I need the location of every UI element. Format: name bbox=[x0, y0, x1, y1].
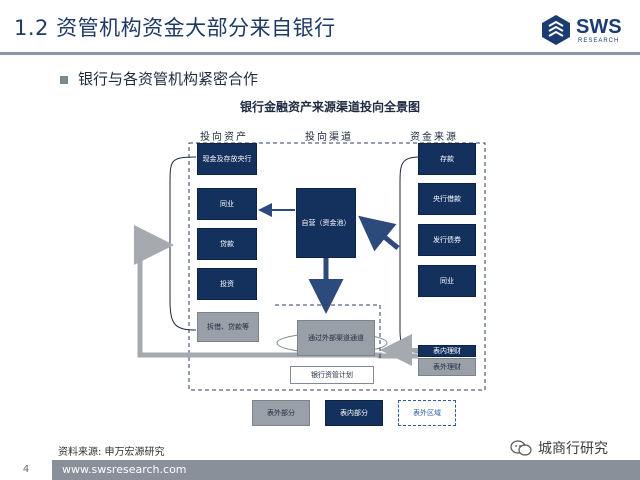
center-pool-label: 自营（资金池） bbox=[301, 218, 351, 227]
footer-site-link[interactable]: www.swsresearch.com bbox=[62, 463, 187, 476]
legend-label: 表外部分 bbox=[267, 408, 295, 417]
legend-label: 表外区域 bbox=[413, 408, 441, 417]
fund-label: 发行债券 bbox=[433, 235, 461, 244]
page-number: 4 bbox=[0, 460, 52, 480]
fund-label: 同业 bbox=[440, 276, 454, 285]
col-header-funds: 资金来源 bbox=[410, 132, 458, 143]
asset-label: 拆借、贷款等 bbox=[207, 322, 249, 331]
legend-off-balance: 表外部分 bbox=[252, 400, 310, 426]
legend-unclear: 表外区域 bbox=[398, 400, 456, 426]
asset-box-investment: 投资 bbox=[197, 268, 257, 300]
fund-label: 存款 bbox=[440, 154, 454, 163]
col-header-channels: 投向渠道 bbox=[305, 132, 353, 143]
wechat-icon bbox=[510, 440, 532, 456]
channel-label: 银行资管计划 bbox=[311, 370, 353, 379]
asset-label: 现金及存放央行 bbox=[202, 154, 252, 163]
fund-label: 表外理财 bbox=[433, 362, 461, 371]
fund-box-bonds: 发行债券 bbox=[418, 224, 476, 256]
fund-box-on-balance-wm: 表内理财 bbox=[418, 345, 476, 357]
bullet-point: 银行与各资管机构紧密合作 bbox=[60, 68, 258, 89]
fund-box-interbank: 同业 bbox=[418, 265, 476, 297]
fund-box-deposits: 存款 bbox=[418, 143, 476, 175]
diagram-title: 银行金融资产来源渠道投向全景图 bbox=[239, 100, 420, 114]
watermark-text: 城商行研究 bbox=[538, 441, 608, 457]
page-title: 1.2 资管机构资金大部分来自银行 bbox=[14, 16, 336, 40]
sws-logo-icon bbox=[542, 15, 570, 45]
fund-label: 表内理财 bbox=[433, 346, 461, 355]
fund-box-off-balance-wm: 表外理财 bbox=[418, 358, 476, 376]
center-pool-box: 自营（资金池） bbox=[296, 188, 356, 258]
channel-box-asset-plan: 银行资管计划 bbox=[290, 366, 374, 384]
asset-box-other: 拆借、贷款等 bbox=[197, 312, 259, 342]
logo-brand: SWS bbox=[576, 16, 622, 38]
bullet-text: 银行与各资管机构紧密合作 bbox=[78, 70, 259, 88]
logo-sub: RESEARCH bbox=[578, 38, 620, 44]
sws-logo: SWS RESEARCH bbox=[540, 14, 630, 48]
asset-label: 同业 bbox=[220, 199, 234, 208]
wechat-watermark: 城商行研究 bbox=[510, 436, 608, 460]
asset-box-interbank: 同业 bbox=[197, 188, 257, 220]
fund-box-central-bank: 央行借款 bbox=[418, 183, 476, 215]
col-header-assets: 投向资产 bbox=[200, 132, 248, 143]
asset-box-cash: 现金及存放央行 bbox=[197, 143, 257, 175]
fund-label: 央行借款 bbox=[433, 194, 461, 203]
asset-box-loans: 贷款 bbox=[197, 228, 257, 260]
title-divider bbox=[0, 52, 640, 55]
source-note: 资料来源: 申万宏源研究 bbox=[58, 447, 165, 458]
asset-label: 投资 bbox=[220, 279, 234, 288]
bullet-square-icon bbox=[60, 75, 68, 84]
footer-bar: 4 www.swsresearch.com bbox=[0, 460, 640, 480]
legend-label: 表内部分 bbox=[340, 408, 368, 417]
asset-label: 贷款 bbox=[220, 239, 234, 248]
legend-on-balance: 表内部分 bbox=[325, 400, 383, 426]
channel-box-external: 通过外部渠道通道 bbox=[297, 320, 375, 356]
channel-label: 通过外部渠道通道 bbox=[308, 333, 364, 342]
